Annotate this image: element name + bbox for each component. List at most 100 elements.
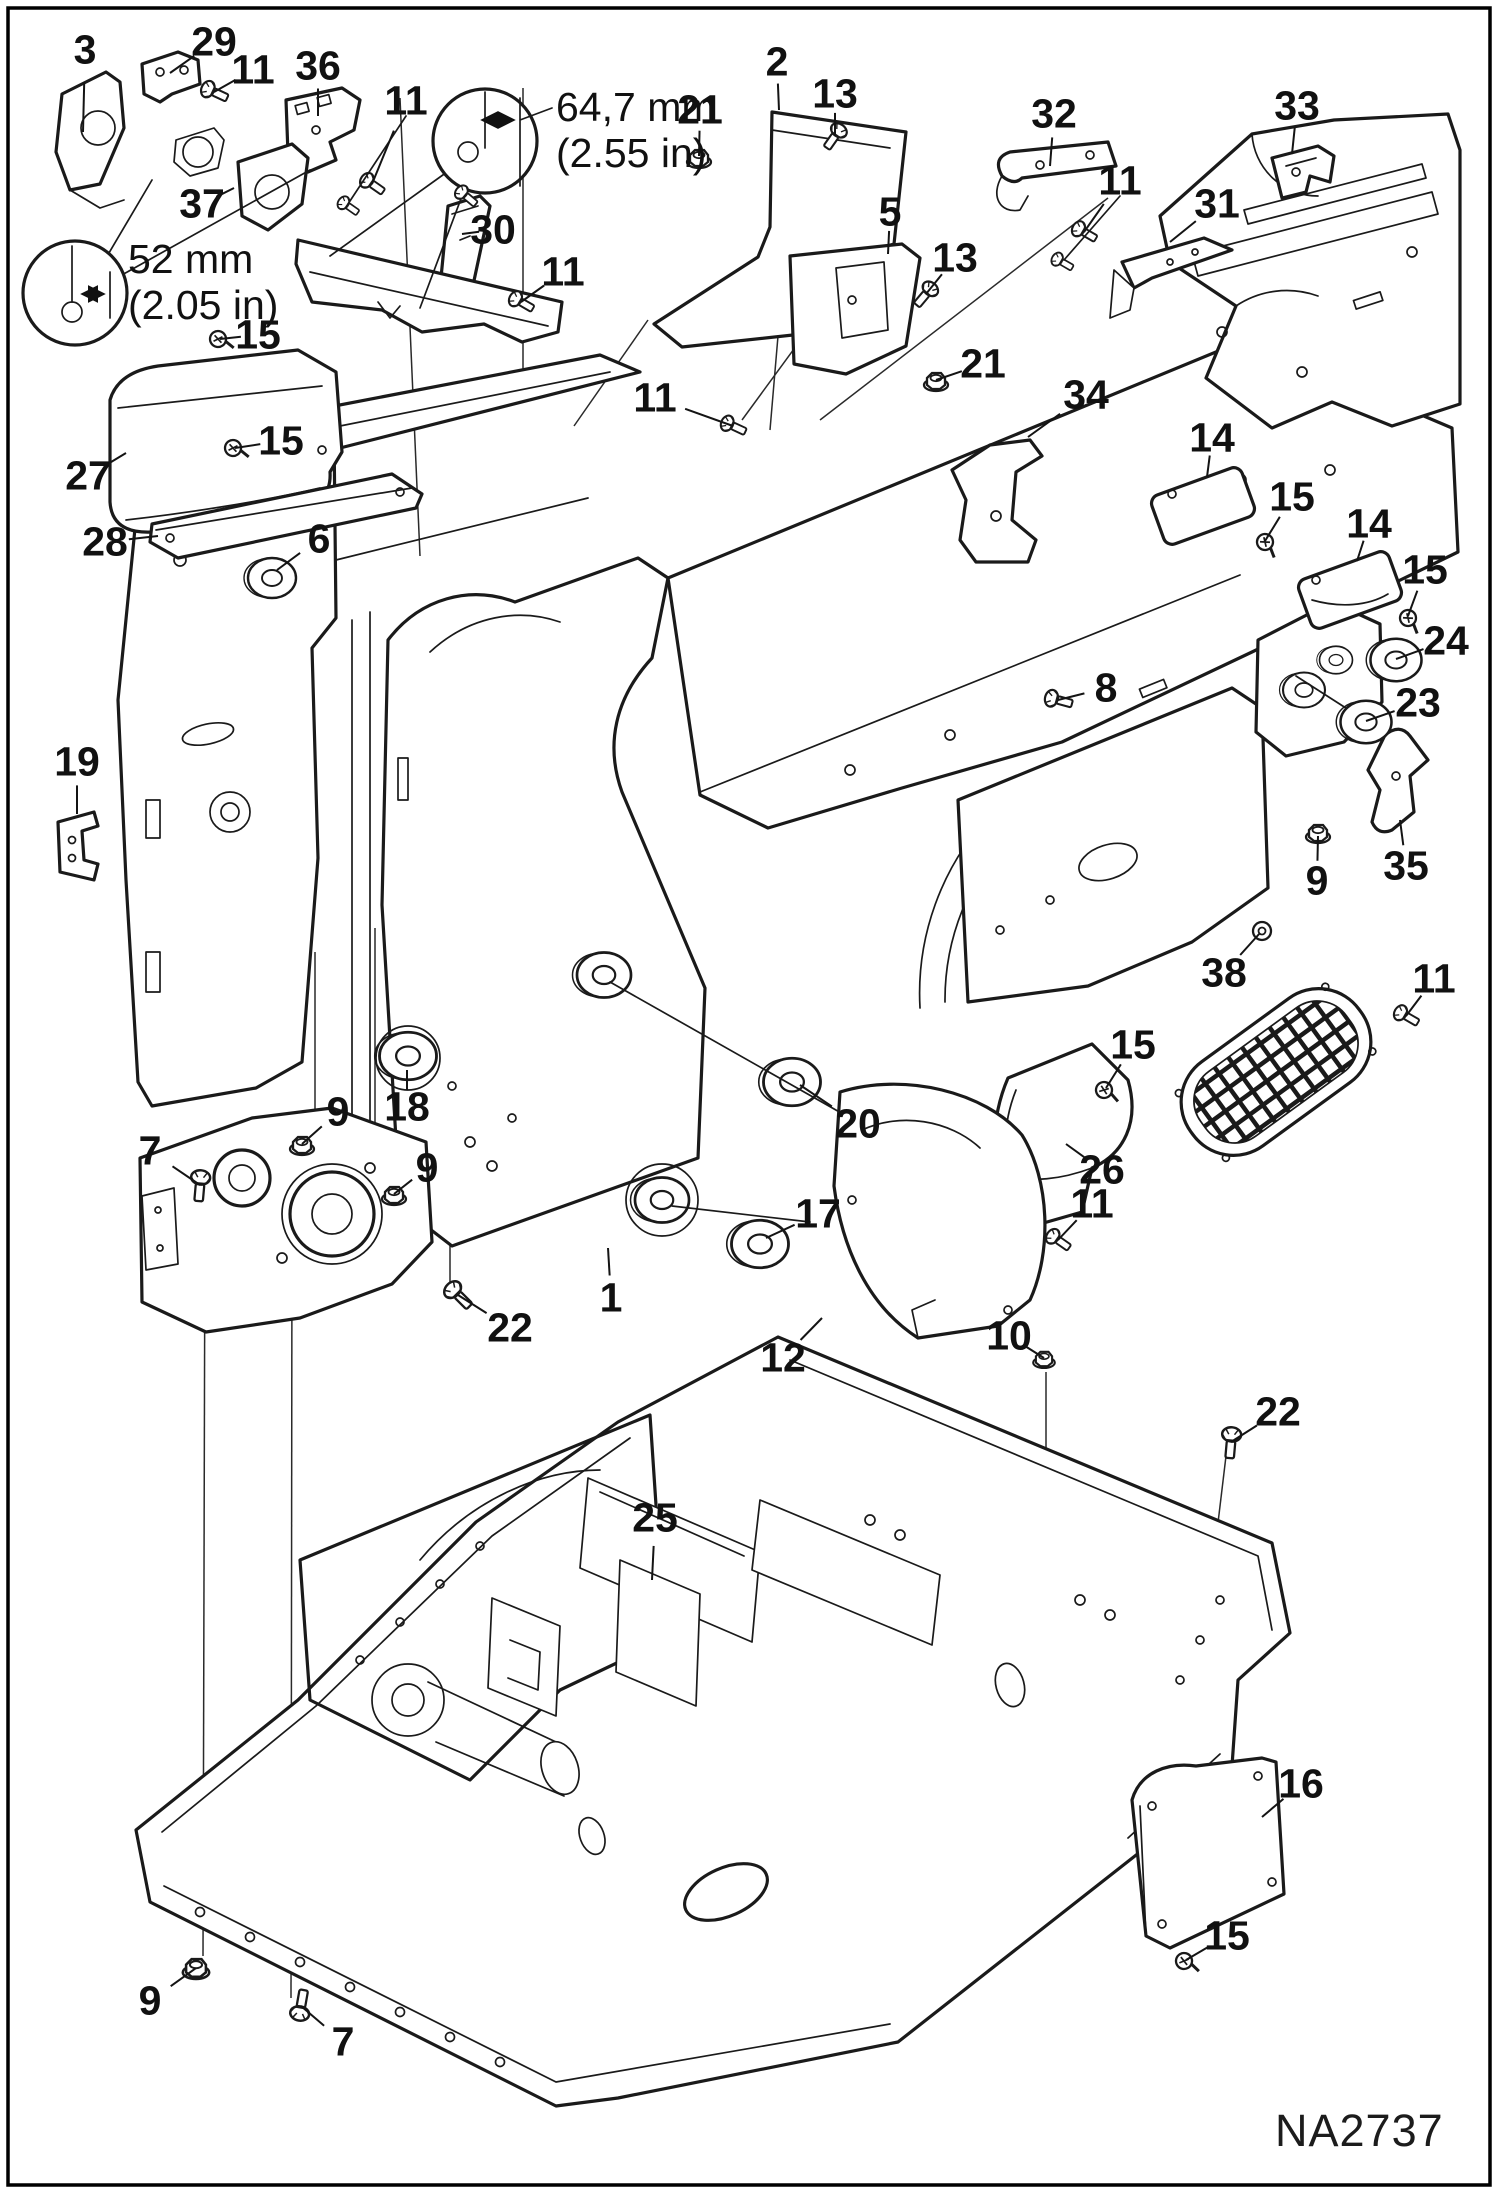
callout-17: 17 — [795, 1190, 841, 1237]
bracket-34 — [950, 438, 1044, 564]
callout-14: 14 — [1189, 414, 1235, 461]
panel-12 — [832, 1082, 1047, 1340]
screw-icon — [1395, 605, 1428, 637]
dimension-value: 52 mm — [128, 236, 254, 282]
callout-37: 37 — [179, 180, 225, 227]
callout-18: 18 — [384, 1083, 430, 1130]
callout-11: 11 — [384, 77, 428, 124]
callout-16: 16 — [1278, 1760, 1324, 1807]
detail-circle-52mm — [21, 169, 311, 347]
callout-23: 23 — [1395, 679, 1441, 726]
grille-4 — [1174, 982, 1377, 1163]
rear-corner-panel — [1158, 112, 1462, 430]
callout-28: 28 — [82, 518, 128, 565]
dimension-value: 64,7 mm — [556, 84, 716, 130]
callout-7: 7 — [138, 1127, 162, 1174]
screw-icon — [1172, 1949, 1204, 1975]
nut-icon — [1304, 823, 1332, 845]
callout-11: 11 — [1412, 955, 1456, 1002]
callout-1: 1 — [599, 1274, 623, 1321]
clip-35 — [1366, 727, 1430, 834]
bushing-boss — [1315, 645, 1354, 675]
grommet-6 — [242, 556, 298, 600]
lower-frame-assembly — [134, 1335, 1292, 2108]
dimension-52mm-text: 52 mm (2.05 in) — [128, 236, 278, 329]
callout-11: 11 — [633, 374, 677, 421]
detail-circle-64mm — [329, 87, 553, 309]
main-frame-weldment — [116, 338, 1460, 1270]
bolt-icon — [1048, 249, 1077, 275]
callout-3: 3 — [73, 26, 97, 73]
bolt-icon — [334, 193, 363, 220]
page-border — [6, 6, 1492, 2187]
dimension-value-in: (2.05 in) — [128, 282, 279, 329]
bolt-icon — [1042, 1225, 1075, 1256]
callout-7: 7 — [331, 2018, 355, 2065]
callout-13: 13 — [932, 234, 978, 281]
callout-30: 30 — [470, 206, 516, 253]
figure-code: NA2737 — [1275, 2105, 1444, 2156]
callout-24: 24 — [1423, 617, 1469, 664]
dimension-value-in: (2.55 in) — [556, 130, 707, 177]
callout-34: 34 — [1063, 371, 1109, 418]
callout-15: 15 — [1110, 1021, 1156, 1068]
callout-38: 38 — [1201, 949, 1247, 996]
hole-row — [194, 1514, 1225, 2068]
callout-14: 14 — [1346, 500, 1392, 547]
bolt-icon — [287, 1987, 315, 2024]
callout-21: 21 — [677, 86, 723, 133]
upper-left-bracket-cluster — [54, 50, 564, 344]
callout-13: 13 — [812, 70, 858, 117]
bolt-icon — [197, 77, 232, 107]
bent-channel — [294, 238, 564, 344]
callout-11: 11 — [541, 248, 585, 295]
bracket-3 — [54, 70, 126, 192]
bracket-37 — [236, 142, 310, 232]
cover-plate-16 — [1130, 1756, 1286, 1950]
callout-15: 15 — [1269, 473, 1315, 520]
bolt-icon — [1390, 1001, 1423, 1031]
bushing-17 — [725, 1218, 790, 1270]
screw-icon — [207, 328, 238, 352]
callout-36: 36 — [295, 42, 341, 89]
dimension-64mm-text: 64,7 mm (2.55 in) — [556, 84, 716, 177]
callout-9: 9 — [415, 1144, 439, 1191]
bushing-20b — [757, 1056, 822, 1108]
callout-2: 2 — [765, 38, 789, 85]
callout-26: 26 — [1079, 1146, 1125, 1193]
callout-35: 35 — [1383, 842, 1429, 889]
callout-32: 32 — [1031, 90, 1077, 137]
bushing-18 — [373, 1030, 438, 1082]
callout-20: 20 — [835, 1100, 881, 1147]
bolt-icon — [1218, 1425, 1243, 1461]
pivot-tube — [371, 1663, 580, 1797]
panel-5 — [788, 242, 922, 376]
callout-21: 21 — [960, 340, 1006, 387]
callout-12: 12 — [760, 1334, 806, 1381]
callout-15: 15 — [1402, 546, 1448, 593]
callout-15: 15 — [258, 417, 304, 464]
callout-29: 29 — [191, 18, 237, 65]
nut-icon — [181, 1957, 211, 1981]
callout-11: 11 — [1070, 1180, 1114, 1227]
bolt-icon — [439, 1276, 478, 1315]
nut-icon — [1032, 1350, 1056, 1370]
bushing-23 — [1334, 699, 1393, 745]
callout-19: 19 — [54, 738, 100, 785]
callout-6: 6 — [307, 515, 331, 562]
callout-11: 11 — [1098, 157, 1142, 204]
callout-22: 22 — [1255, 1388, 1301, 1435]
panel-25 — [298, 1413, 667, 1782]
callout-27: 27 — [65, 452, 111, 499]
callout-15: 15 — [1204, 1912, 1250, 1959]
bracket-33 — [1270, 144, 1336, 200]
nut-icon — [922, 371, 950, 393]
shim-plates-14 — [1149, 466, 1404, 630]
callout-5: 5 — [878, 188, 902, 235]
callout-10: 10 — [986, 1312, 1032, 1359]
clip-19 — [56, 810, 100, 882]
callout-9: 9 — [138, 1977, 162, 2024]
callout-9: 9 — [326, 1088, 350, 1135]
